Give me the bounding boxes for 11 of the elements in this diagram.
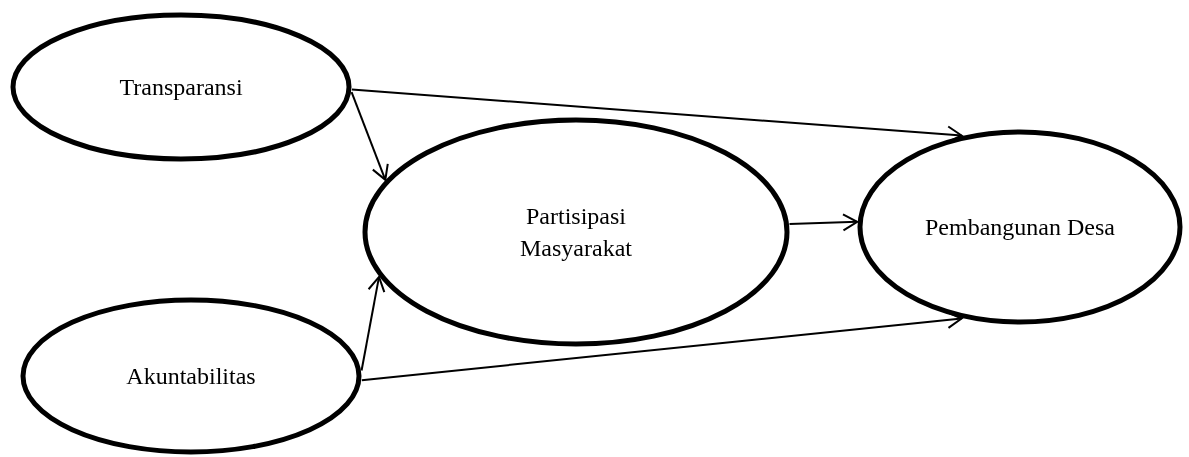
node-label: Partisipasi Masyarakat xyxy=(519,202,633,263)
arrow xyxy=(788,213,859,232)
ellipse-node xyxy=(20,297,362,455)
ellipse-node xyxy=(10,12,352,162)
node-label: Akuntabilitas xyxy=(125,362,257,391)
ellipse-node xyxy=(362,117,790,347)
arrow xyxy=(350,91,389,181)
node-label: Pembangunan Desa xyxy=(924,213,1116,242)
arrow xyxy=(360,275,386,372)
ellipse-node xyxy=(857,129,1183,325)
node-label: Transparansi xyxy=(118,73,244,102)
